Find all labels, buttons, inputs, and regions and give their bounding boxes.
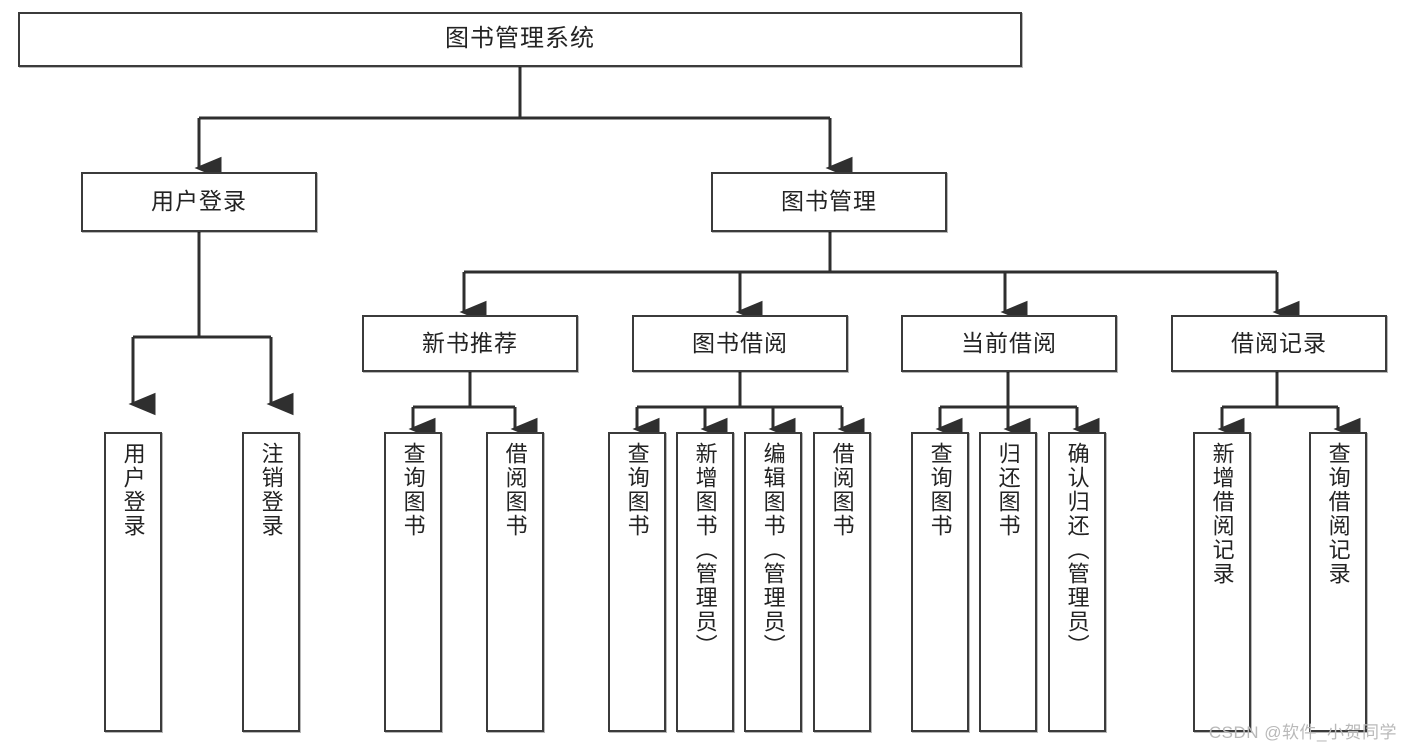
node-label: 图书管理 [781, 188, 877, 215]
node-label: 新增借阅记录 [1209, 442, 1235, 586]
csdn-watermark: CSDN @软件_小贺同学 [1208, 723, 1397, 742]
leaf-return-book[interactable]: 归还图书 [979, 432, 1037, 732]
node-book-management[interactable]: 图书管理 [711, 172, 947, 232]
node-current-borrow[interactable]: 当前借阅 [901, 315, 1117, 372]
leaf-logout[interactable]: 注销登录 [242, 432, 300, 732]
leaf-recommend-query-book[interactable]: 查询图书 [384, 432, 442, 732]
node-label: 新书推荐 [422, 329, 518, 356]
node-label: 用户登录 [120, 442, 146, 538]
leaf-current-query-book[interactable]: 查询图书 [911, 432, 969, 732]
node-label: 归还图书 [995, 442, 1021, 538]
node-root-system[interactable]: 图书管理系统 [18, 12, 1022, 67]
node-new-book-recommend[interactable]: 新书推荐 [362, 315, 578, 372]
node-label: 图书管理系统 [445, 25, 595, 53]
leaf-add-borrow-record[interactable]: 新增借阅记录 [1193, 432, 1251, 732]
leaf-user-login[interactable]: 用户登录 [104, 432, 162, 732]
node-label: 新增图书（管理员） [692, 442, 718, 658]
node-label: 编辑图书（管理员） [760, 442, 786, 658]
node-label: 图书借阅 [692, 329, 788, 356]
node-label: 当前借阅 [961, 329, 1057, 356]
node-label: 注销登录 [258, 442, 284, 538]
node-label: 查询图书 [400, 442, 426, 538]
leaf-borrow-book[interactable]: 借阅图书 [813, 432, 871, 732]
node-label: 用户登录 [151, 188, 247, 215]
leaf-confirm-return-admin[interactable]: 确认归还（管理员） [1048, 432, 1106, 732]
node-label: 确认归还（管理员） [1064, 442, 1090, 658]
leaf-borrow-query-book[interactable]: 查询图书 [608, 432, 666, 732]
node-label: 查询图书 [624, 442, 650, 538]
leaf-add-book-admin[interactable]: 新增图书（管理员） [676, 432, 734, 732]
node-label: 借阅图书 [829, 442, 855, 538]
node-label: 查询借阅记录 [1325, 442, 1351, 586]
node-borrow-record[interactable]: 借阅记录 [1171, 315, 1387, 372]
node-user-login[interactable]: 用户登录 [81, 172, 317, 232]
leaf-recommend-borrow-book[interactable]: 借阅图书 [486, 432, 544, 732]
node-label: 借阅记录 [1231, 329, 1327, 356]
node-label: 借阅图书 [502, 442, 528, 538]
node-book-borrow[interactable]: 图书借阅 [632, 315, 848, 372]
leaf-query-borrow-record[interactable]: 查询借阅记录 [1309, 432, 1367, 732]
leaf-edit-book-admin[interactable]: 编辑图书（管理员） [744, 432, 802, 732]
node-label: 查询图书 [927, 442, 953, 538]
